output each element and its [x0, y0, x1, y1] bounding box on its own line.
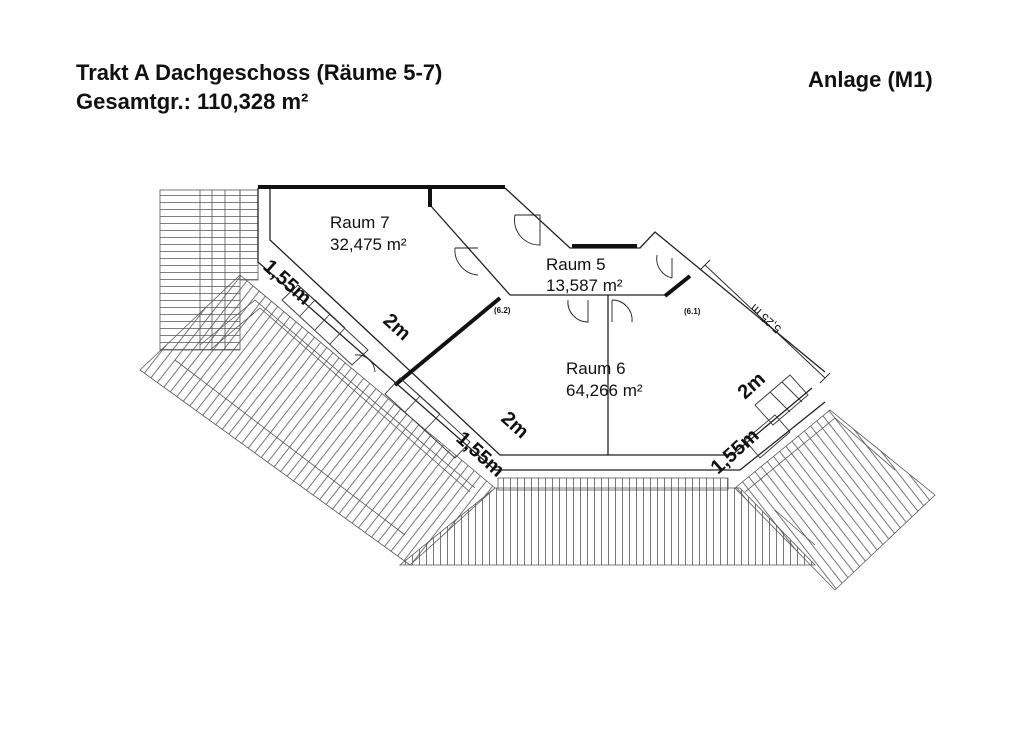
dim-2-right: 2m	[734, 368, 770, 404]
dimension-line-525	[699, 259, 831, 384]
thick-walls	[258, 185, 692, 387]
title-line-1: Trakt A Dachgeschoss (Räume 5-7)	[76, 60, 443, 85]
title-line-2: Gesamtgr.: 110,328 m²	[76, 89, 309, 114]
dim-525: 5,25 m	[747, 301, 784, 336]
room-5-name: Raum 5	[546, 255, 606, 274]
roof-hatch-bottom	[398, 477, 816, 566]
dim-2-bottom: 2m	[497, 407, 533, 443]
room-6-name: Raum 6	[566, 359, 626, 378]
dormer-windows-left	[281, 284, 471, 459]
roof-hatch-right-slope	[734, 409, 936, 591]
room-5-area: 13,587 m²	[546, 276, 623, 295]
room-7-area: 32,475 m²	[330, 235, 407, 254]
roof-hatch-left-slope	[139, 274, 496, 566]
dormer-windows-right	[744, 374, 809, 459]
door-ref-6-2: (6.2)	[494, 306, 511, 315]
door-swings	[354, 214, 673, 373]
room-6-area: 64,266 m²	[566, 381, 643, 400]
door-ref-6-1: (6.1)	[684, 307, 701, 316]
room-7-name: Raum 7	[330, 213, 390, 232]
dim-2-left: 2m	[379, 309, 415, 345]
drawing-title: Trakt A Dachgeschoss (Räume 5-7) Gesamtg…	[76, 58, 442, 116]
annex-label: Anlage (M1)	[808, 67, 933, 92]
